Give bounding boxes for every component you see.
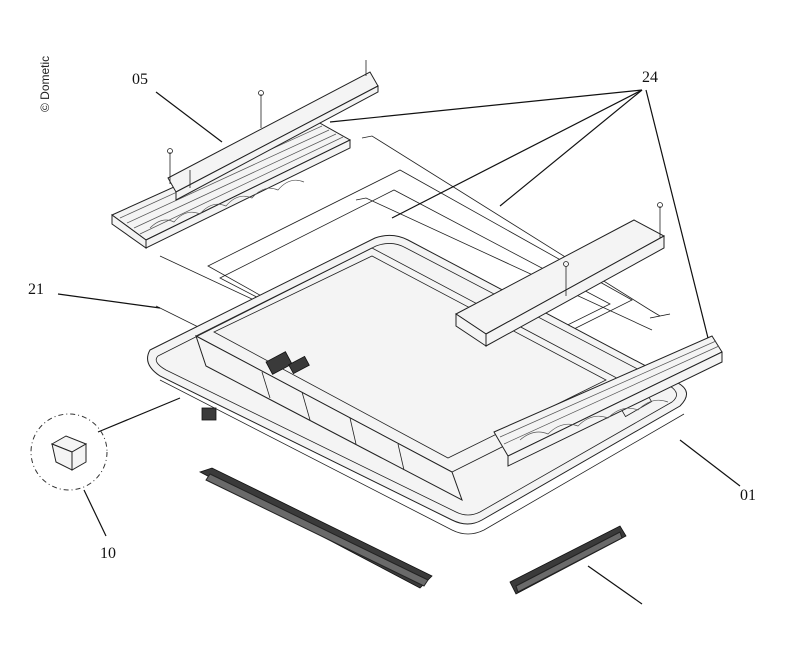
copyright-text: © Dometic bbox=[38, 56, 52, 112]
callout-10: 10 bbox=[100, 545, 116, 562]
part-05-hinge-assembly bbox=[111, 60, 379, 249]
bottom-mounting-strips bbox=[198, 467, 627, 595]
callout-24: 24 bbox=[642, 69, 658, 86]
callout-01: 01 bbox=[740, 487, 756, 504]
leader-lines bbox=[57, 89, 741, 605]
callout-21: 21 bbox=[28, 281, 44, 298]
part-24-right-hinge-assembly bbox=[455, 202, 723, 467]
part-01-main-frame bbox=[147, 234, 687, 535]
part-10-clip-detail bbox=[30, 413, 108, 491]
callout-05: 05 bbox=[132, 71, 148, 88]
